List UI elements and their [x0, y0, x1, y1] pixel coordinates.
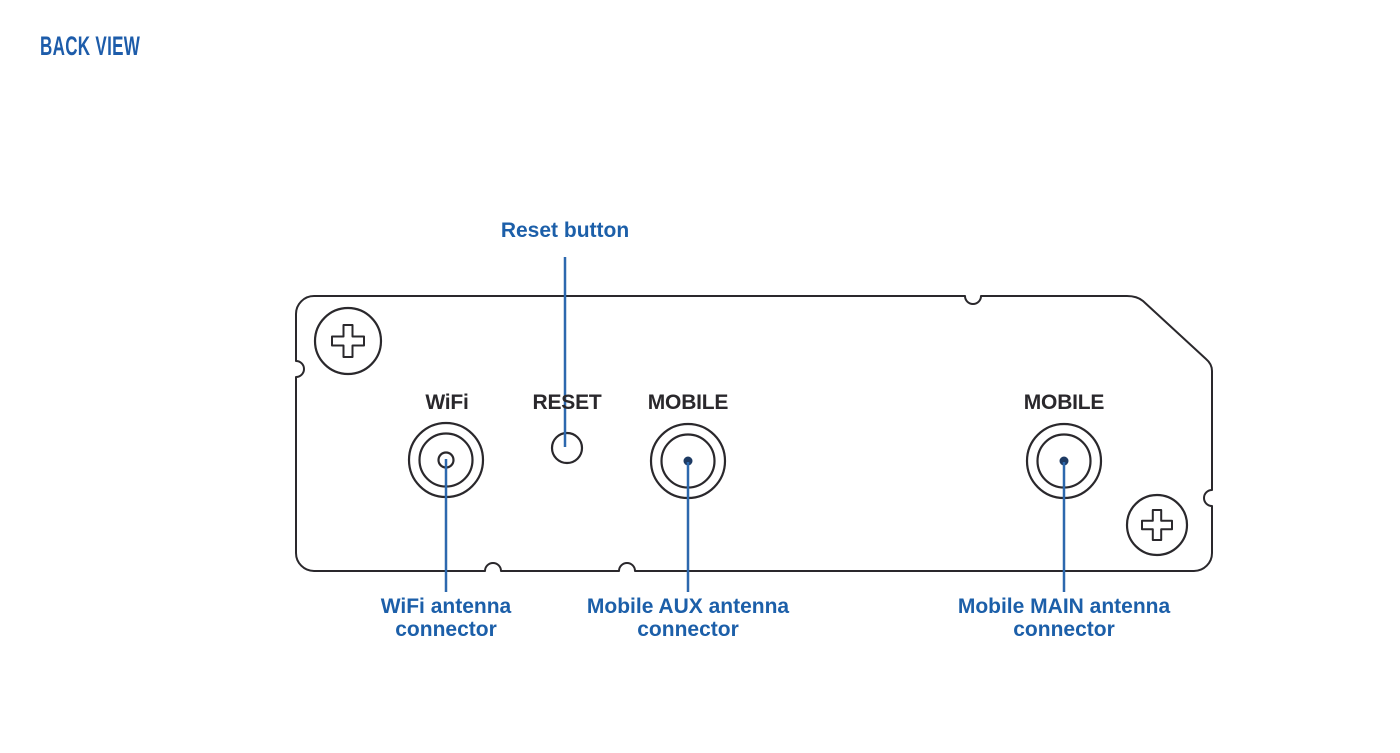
panel-outline	[295, 295, 1213, 572]
panel-label-mobile-aux: MOBILE	[647, 391, 729, 414]
panel-label-mobile-main: MOBILE	[1023, 391, 1105, 414]
annotation-mobile-main-antenna-connector: Mobile MAIN antenna connector	[958, 595, 1170, 641]
annotation-line1: WiFi antenna	[380, 595, 512, 618]
annotation-line1: Mobile MAIN antenna	[957, 595, 1171, 618]
phillips-screw-icon	[1125, 493, 1189, 557]
annotation-line2: connector	[1013, 618, 1115, 641]
annotation-line2: connector	[637, 618, 739, 641]
panel-label-wifi: WiFi	[425, 391, 469, 414]
phillips-screw-icon	[313, 306, 383, 376]
annotation-line2: connector	[395, 618, 497, 641]
annotation-mobile-aux-antenna-connector: Mobile AUX antenna connector	[587, 595, 789, 641]
annotation-reset-button: Reset button	[500, 219, 630, 242]
reset-hole-icon	[550, 431, 584, 465]
annotation-line1: Mobile AUX antenna	[586, 595, 790, 618]
panel-label-reset: RESET	[532, 391, 602, 414]
page-title: BACK VIEW	[40, 31, 141, 61]
annotation-wifi-antenna-connector: WiFi antenna connector	[381, 595, 511, 641]
